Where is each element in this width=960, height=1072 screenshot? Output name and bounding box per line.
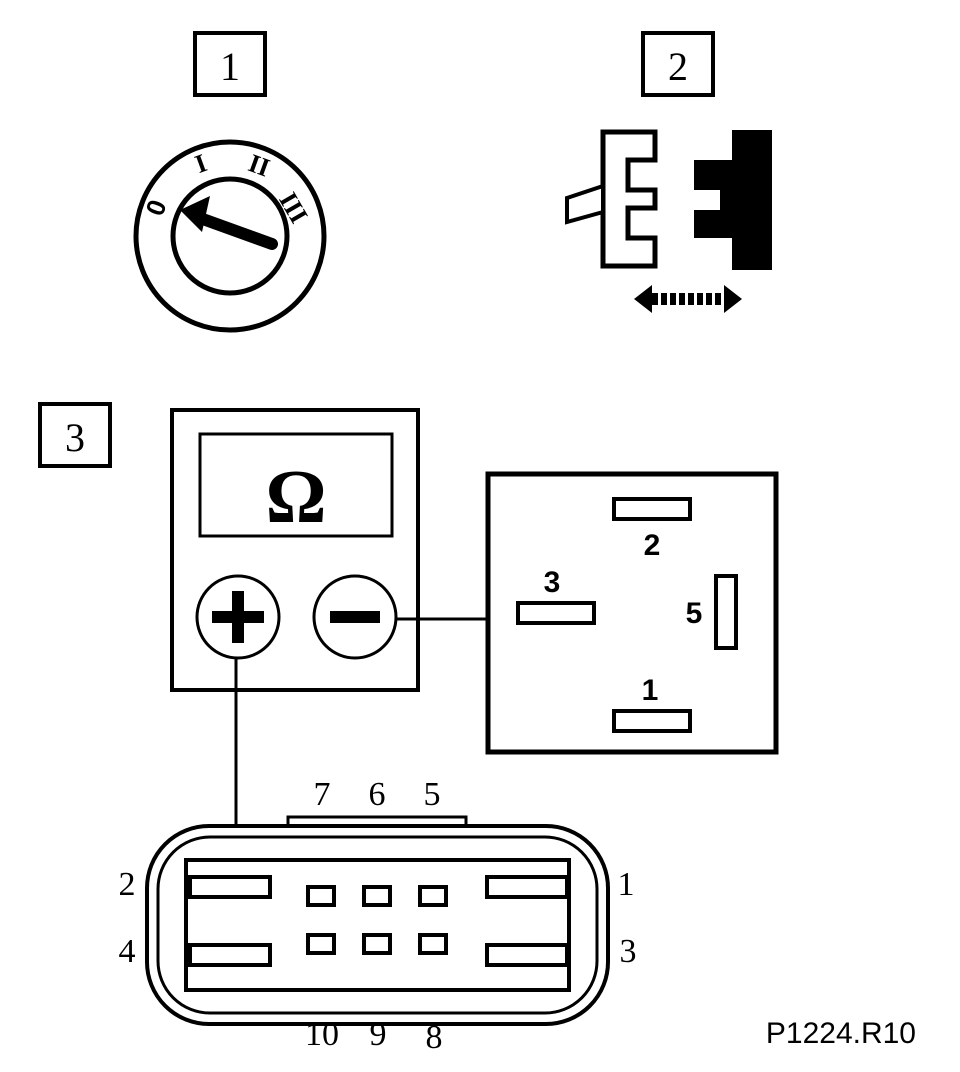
connector-pin-1 [485, 875, 569, 899]
plus-icon [212, 591, 264, 643]
connector-pin-6 [362, 885, 392, 907]
connector-label-3: 3 [620, 933, 637, 970]
connector-label-10: 10 [305, 1016, 339, 1053]
connector-plug-half [565, 129, 658, 269]
step-3-number: 3 [65, 415, 85, 460]
connector-pin-3 [485, 943, 569, 967]
relay-pin-1-terminal [612, 709, 692, 733]
minus-icon [330, 611, 380, 623]
connector-label-8: 8 [426, 1019, 443, 1056]
separate-double-arrow-icon [634, 285, 742, 313]
connector-label-6: 6 [369, 776, 386, 813]
connector-pin-4 [188, 943, 272, 967]
step-2-number: 2 [668, 44, 688, 89]
step-1-box [193, 31, 267, 97]
step-1-group: 1 0 I II III [133, 31, 327, 333]
connector-label-5: 5 [424, 776, 441, 813]
step-1-number: 1 [220, 44, 240, 89]
connector-pin-8 [418, 933, 448, 955]
relay-pin-2-terminal [612, 497, 692, 521]
relay-pin-5-label: 5 [686, 597, 703, 630]
step-3-group: 3 Ω 2 3 5 1 [38, 402, 779, 1056]
step-3-box [38, 402, 112, 468]
connector-label-1: 1 [618, 866, 635, 903]
connector-pin-2 [188, 875, 272, 899]
relay-pin-3-terminal [516, 601, 596, 625]
connector-label-4: 4 [119, 933, 136, 970]
ignition-switch-inner-disc [170, 176, 290, 296]
relay-pin-5-terminal [714, 574, 738, 650]
relay-pin-1-label: 1 [642, 674, 659, 707]
ohm-symbol: Ω [266, 455, 327, 539]
ohmmeter-display [198, 432, 394, 538]
connector-socket-half [694, 130, 772, 270]
step-2-group: 2 [565, 31, 772, 313]
connector-label-7: 7 [314, 776, 331, 813]
multi-pin-connector [145, 815, 610, 1026]
reference-code: P1224.R10 [766, 1017, 916, 1050]
relay-pin-2-label: 2 [644, 529, 661, 562]
relay-pin-3-label: 3 [544, 566, 561, 599]
connector-pin-5 [418, 885, 448, 907]
step-2-box [641, 31, 715, 97]
connector-pin-10 [306, 933, 336, 955]
connector-pin-7 [306, 885, 336, 907]
connector-label-2: 2 [119, 866, 136, 903]
ignition-key-arrow-icon [180, 196, 278, 250]
connector-pin-9 [362, 933, 392, 955]
connector-label-9: 9 [370, 1016, 387, 1053]
